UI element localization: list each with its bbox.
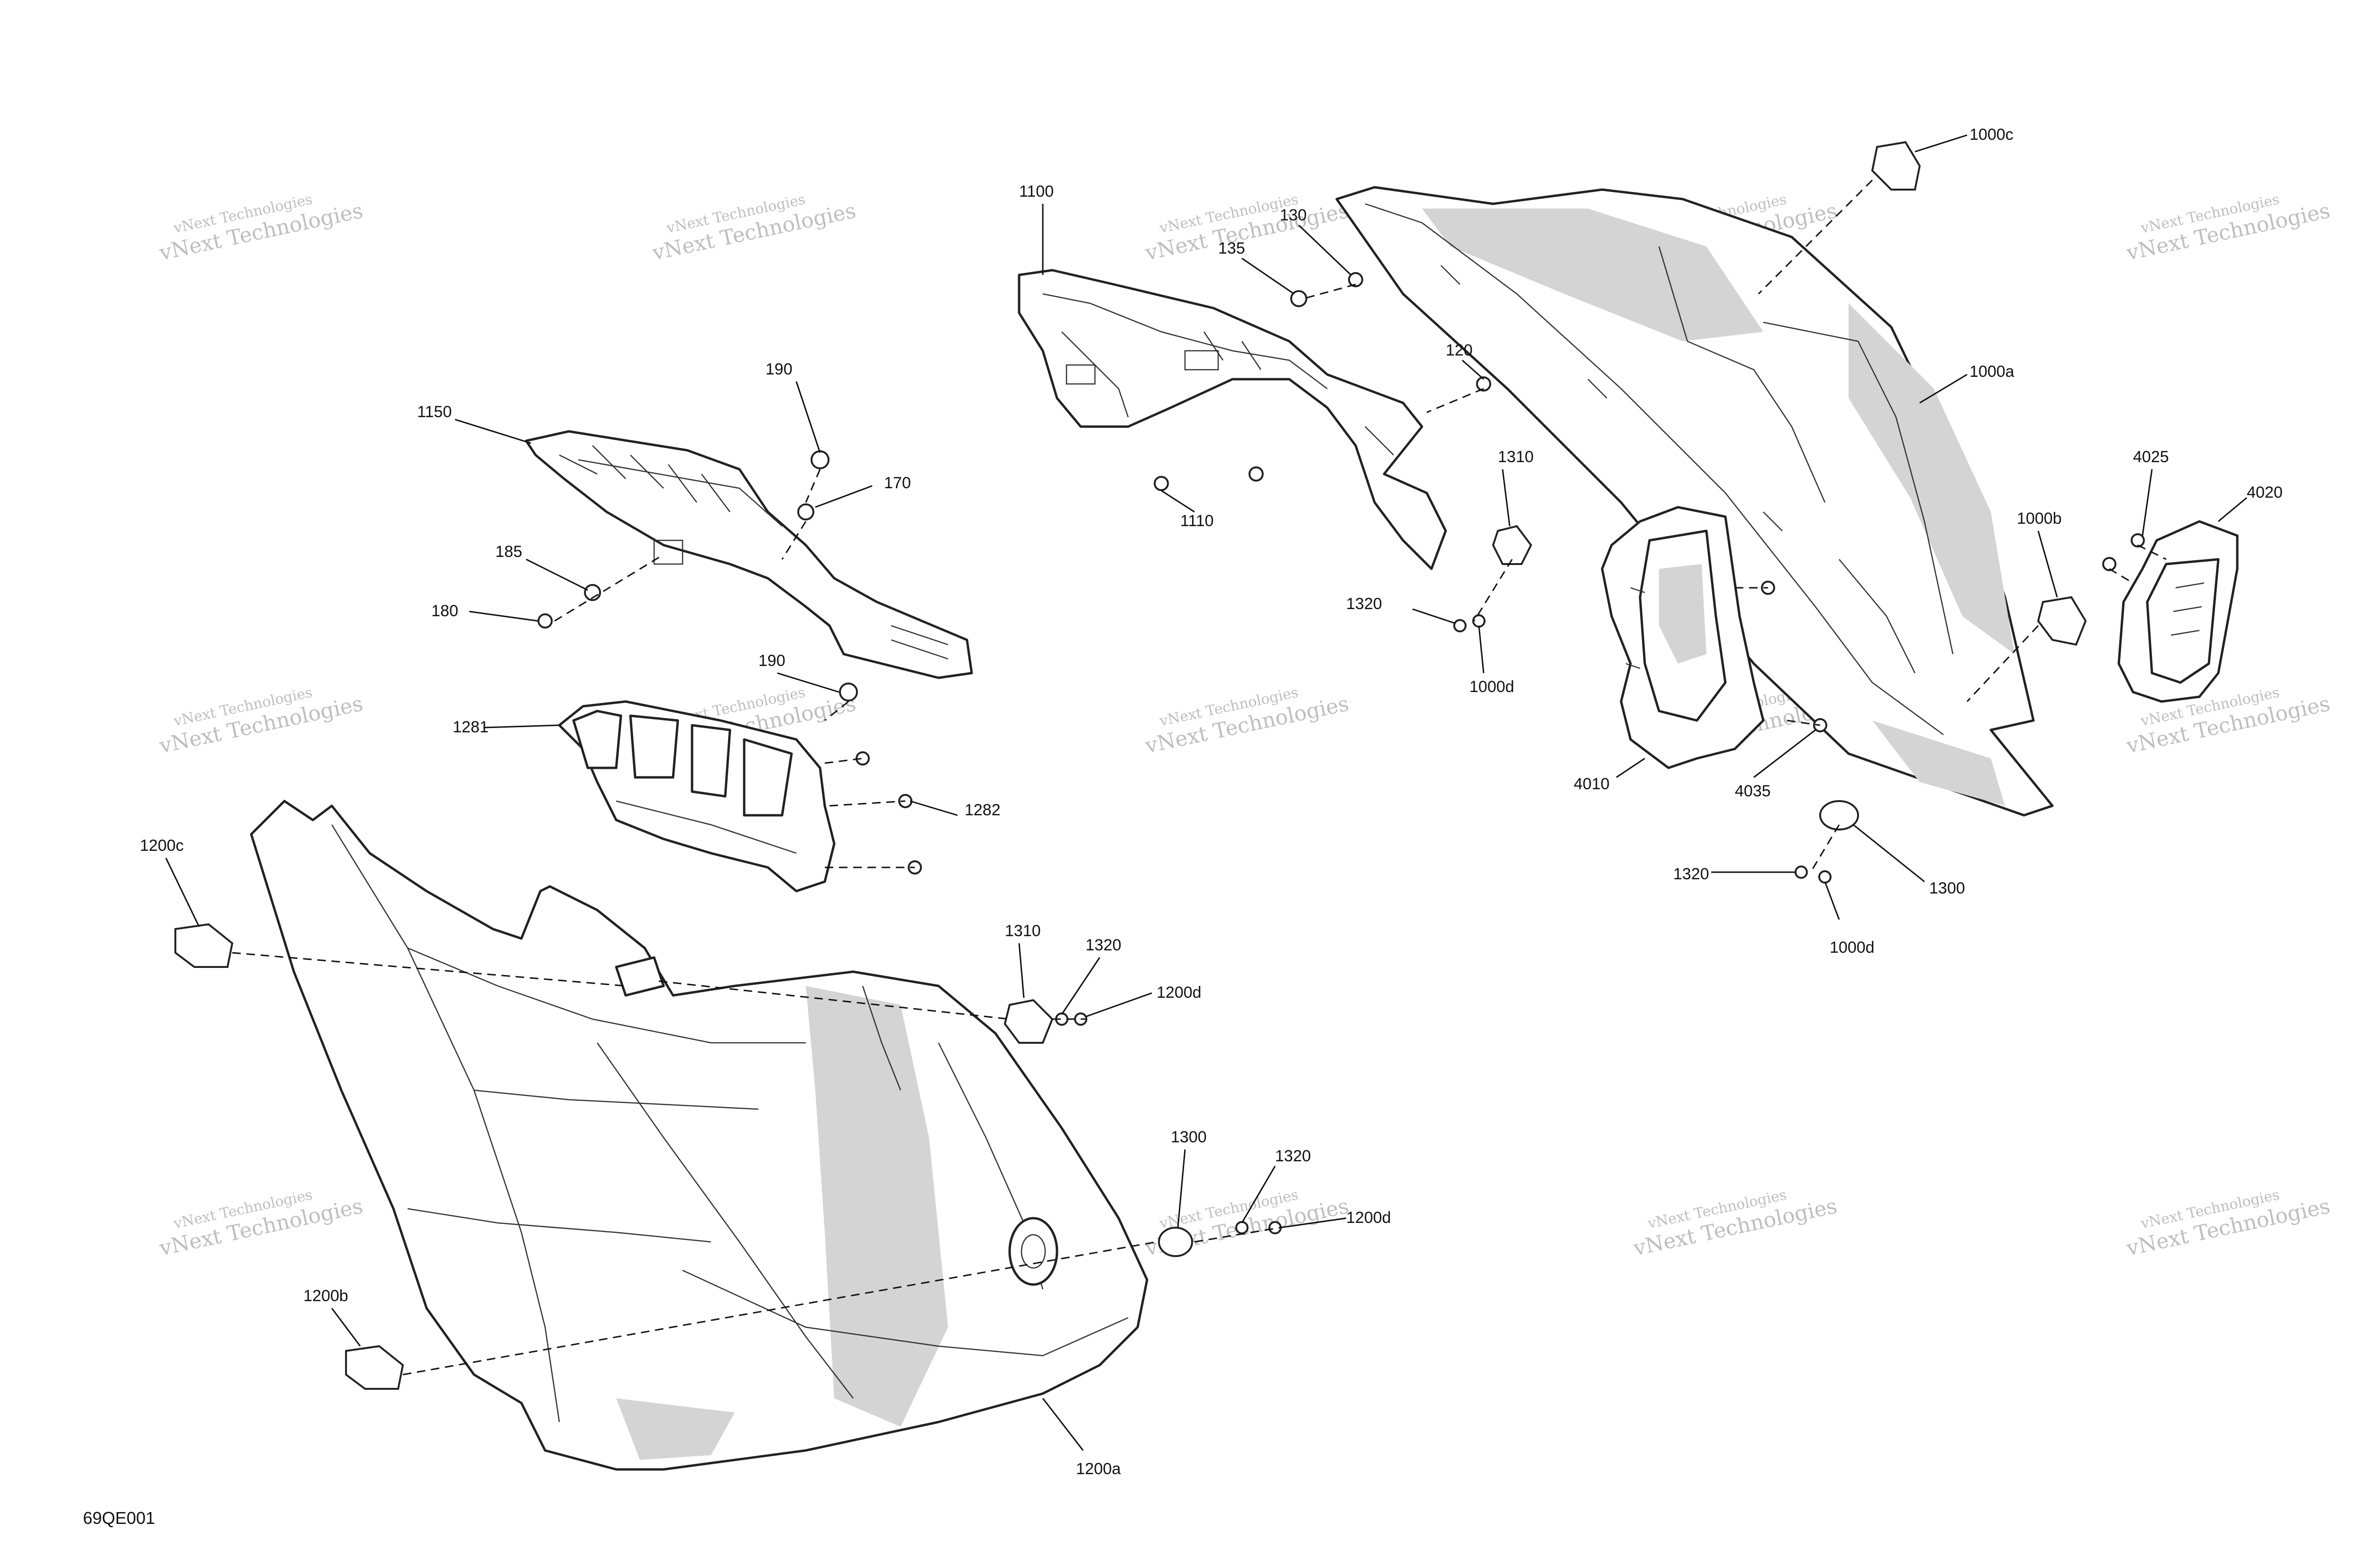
screw-1320-a xyxy=(1453,619,1467,632)
callout-1310-upper: 1310 xyxy=(1498,448,1534,466)
callout-180: 180 xyxy=(431,602,458,620)
callout-1200d-upper: 1200d xyxy=(1157,984,1202,1002)
nut-4025 xyxy=(2131,533,2145,547)
clip-190-upper xyxy=(811,450,830,469)
callout-190-lower: 190 xyxy=(758,652,785,670)
figure-code: 69QE001 xyxy=(83,1508,155,1528)
callout-1281: 1281 xyxy=(453,718,489,736)
part-1281-grille xyxy=(558,700,836,893)
watermark: vNext Technologies vNext Technologies xyxy=(1143,191,1351,265)
watermark: vNext Technologies vNext Technologies xyxy=(1631,1186,1839,1261)
callout-1310-lower: 1310 xyxy=(1005,922,1041,940)
grommet-1300-left xyxy=(1158,1227,1193,1257)
part-1000a-front-fascia xyxy=(1335,186,2054,817)
part-4010-vent-duct xyxy=(1601,506,1765,769)
callout-170: 170 xyxy=(884,474,911,492)
callout-185: 185 xyxy=(495,543,522,561)
callout-1000d-lower: 1000d xyxy=(1830,939,1875,957)
clip-190-lower xyxy=(839,683,858,702)
callout-1320-lower: 1320 xyxy=(1275,1147,1311,1165)
callout-4010: 4010 xyxy=(1574,775,1610,793)
watermark: vNext Technologies vNext Technologies xyxy=(157,1186,365,1261)
callout-1000a: 1000a xyxy=(1969,363,2014,381)
callout-1320-right: 1320 xyxy=(1673,865,1709,883)
clip-1000c xyxy=(1871,141,1921,191)
callout-1150: 1150 xyxy=(417,403,452,421)
watermark: vNext Technologies vNext Technologies xyxy=(1143,684,1351,758)
callout-120: 120 xyxy=(1446,341,1473,359)
grommet-1300-right xyxy=(1819,800,1859,830)
nut-170 xyxy=(797,503,814,520)
callout-135: 135 xyxy=(1218,239,1245,257)
assembly-lines xyxy=(232,179,2167,1376)
callout-1200a: 1200a xyxy=(1076,1460,1121,1478)
screw-1320-d xyxy=(1235,1221,1249,1234)
screw-120 xyxy=(1476,376,1491,392)
watermark: vNext Technologies vNext Technologies xyxy=(157,684,365,758)
clip-1310-lower xyxy=(1003,999,1054,1044)
callout-1200d-lower: 1200d xyxy=(1346,1209,1391,1227)
screw-1282-a xyxy=(856,751,870,766)
nut-4020 xyxy=(2102,557,2116,571)
callout-1320-mid: 1320 xyxy=(1085,936,1121,954)
callout-4035: 4035 xyxy=(1735,782,1771,800)
clip-1200b xyxy=(345,1345,404,1390)
callout-1100: 1100 xyxy=(1019,182,1054,201)
callout-1000c: 1000c xyxy=(1969,126,2014,144)
callout-130: 130 xyxy=(1280,206,1307,224)
leader-lines xyxy=(165,134,2247,1451)
fasteners xyxy=(174,141,2145,1390)
part-1150-heat-shield xyxy=(525,430,973,679)
callout-labels: 1000c 1000a 1000b 4025 4020 4010 4035 13… xyxy=(140,126,2283,1478)
watermark: vNext Technologies vNext Technologies xyxy=(2124,1186,2332,1261)
part-1100-upper-bracket xyxy=(1018,269,1447,570)
callout-4025: 4025 xyxy=(2133,448,2169,466)
callout-1300-left: 1300 xyxy=(1171,1128,1207,1146)
callout-1320-upper: 1320 xyxy=(1346,595,1382,613)
screw-130 xyxy=(1348,272,1363,287)
watermark: vNext Technologies vNext Technologies xyxy=(650,191,858,265)
callout-1200b: 1200b xyxy=(303,1287,348,1305)
part-4020-vent-cover xyxy=(2117,520,2239,703)
callout-4020: 4020 xyxy=(2247,483,2283,501)
washer-135 xyxy=(1290,290,1307,307)
screw-1320-b xyxy=(1795,866,1808,879)
callout-190-upper: 190 xyxy=(766,360,793,378)
screw-1110-b xyxy=(1249,466,1264,482)
callout-1300-right: 1300 xyxy=(1929,879,1965,897)
callout-1282: 1282 xyxy=(965,801,1001,819)
clip-1310-upper xyxy=(1492,525,1532,565)
callout-1110: 1110 xyxy=(1180,512,1214,530)
watermark: vNext Technologies vNext Technologies xyxy=(157,191,365,265)
clip-1200c xyxy=(174,923,234,968)
watermark: vNext Technologies vNext Technologies xyxy=(2124,191,2332,265)
callout-1000d-upper: 1000d xyxy=(1469,678,1514,696)
callout-1200c: 1200c xyxy=(140,837,184,855)
screw-1110-a xyxy=(1154,476,1169,491)
part-1200a-side-panel xyxy=(250,800,1149,1471)
screw-180 xyxy=(538,613,553,629)
clip-1000b xyxy=(2037,596,2087,646)
callout-1000b: 1000b xyxy=(2017,510,2062,528)
screw-1000d-b xyxy=(1818,870,1832,884)
